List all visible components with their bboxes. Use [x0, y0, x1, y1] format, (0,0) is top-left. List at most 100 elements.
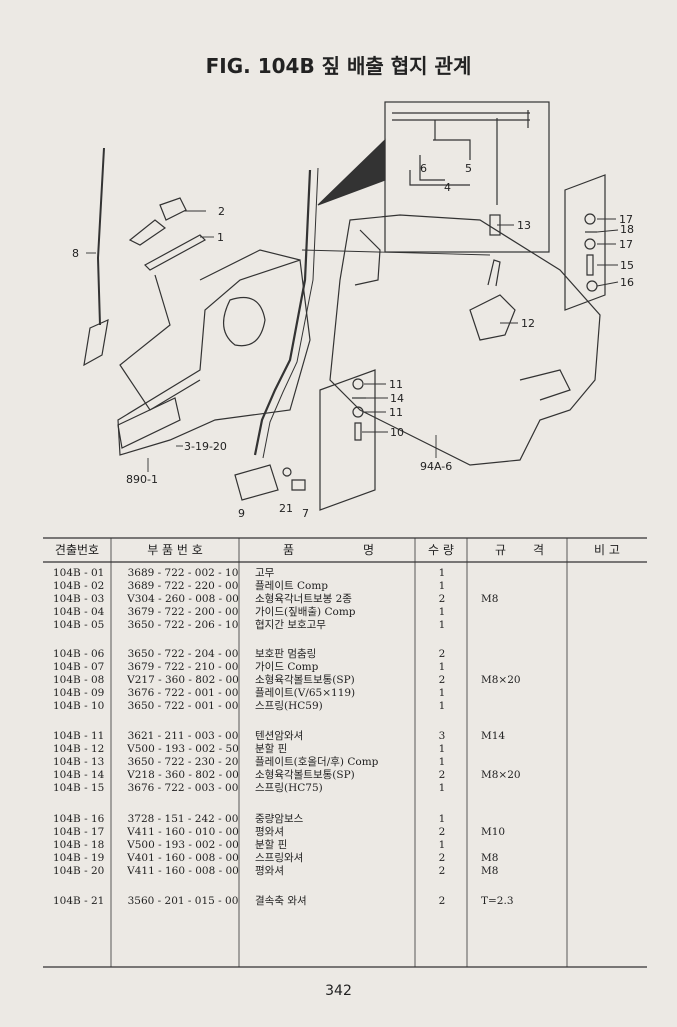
- callout-label: 2: [218, 205, 225, 218]
- qty-cell: 2: [438, 593, 446, 605]
- ref-cell: 104B - 04: [53, 606, 105, 618]
- qty-cell: 2: [438, 674, 446, 686]
- ref-cell: 104B - 21: [53, 895, 105, 907]
- callout-label: 17: [619, 213, 633, 226]
- part-number-cell: 3679 - 722 - 200 - 00: [127, 606, 239, 618]
- qty-cell: 2: [438, 826, 446, 838]
- qty-cell: 1: [438, 619, 446, 631]
- name-cell: 가이드 Comp: [255, 661, 319, 673]
- callout-label: 16: [620, 276, 634, 289]
- name-cell: 결속축 와셔: [255, 895, 307, 907]
- qty-cell: 1: [438, 756, 446, 768]
- callout-label: 18: [620, 223, 634, 236]
- ref-cell: 104B - 20: [53, 865, 105, 877]
- part-number-cell: 3560 - 201 - 015 - 00: [127, 895, 239, 907]
- qty-cell: 1: [438, 743, 446, 755]
- ref-cell: 104B - 05: [53, 619, 105, 631]
- callout-label: 890-1: [126, 473, 158, 486]
- part-number-cell: V500 - 193 - 002 - 00: [127, 839, 239, 851]
- qty-cell: 2: [438, 895, 446, 907]
- header-remarks: 비 고: [594, 543, 620, 557]
- spec-cell: M8: [481, 865, 499, 877]
- ref-cell: 104B - 01: [53, 567, 105, 579]
- name-cell: 중량암보스: [255, 813, 304, 825]
- name-cell: 분할 핀: [255, 743, 288, 755]
- part-number-cell: 3650 - 722 - 230 - 20: [127, 756, 239, 768]
- header-name-b: 명: [363, 543, 375, 557]
- name-cell: 플레이트 Comp: [255, 580, 329, 592]
- part-number-cell: V304 - 260 - 008 - 00: [127, 593, 239, 605]
- exploded-parts-diagram: 2 1 8 3-19-20 4 5 6 13 17 18 17 15 16 12…: [72, 101, 634, 520]
- callout-label: 14: [390, 392, 404, 405]
- qty-cell: 1: [438, 661, 446, 673]
- callout-label: 15: [620, 259, 634, 272]
- ref-cell: 104B - 17: [53, 826, 105, 838]
- parts-table-header: 견출번호 부 품 번 호 품 명 수 량 규 격 비 고: [43, 537, 647, 561]
- callout-label: 13: [517, 219, 531, 232]
- name-cell: 보호판 멈춤링: [255, 648, 317, 660]
- name-cell: 스프링(HC75): [255, 782, 323, 794]
- part-number-cell: 3621 - 211 - 003 - 00: [127, 730, 239, 742]
- part-number-cell: V500 - 193 - 002 - 50: [127, 743, 239, 755]
- part-number-cell: V411 - 160 - 010 - 00: [127, 826, 239, 838]
- part-number-cell: 3689 - 722 - 002 - 10: [127, 567, 239, 579]
- spec-cell: M8: [481, 593, 499, 605]
- table-row: 104B - 21 3560 - 201 - 015 - 00 결속축 와셔 2 T=2…: [43, 895, 647, 908]
- callout-label: 10: [390, 426, 404, 439]
- ref-cell: 104B - 10: [53, 700, 105, 712]
- ref-cell: 104B - 13: [53, 756, 105, 768]
- spec-cell: M8×20: [481, 674, 521, 686]
- part-number-cell: V217 - 360 - 802 - 00: [127, 674, 239, 686]
- part-number-cell: 3650 - 722 - 206 - 10: [127, 619, 239, 631]
- spec-cell: M14: [481, 730, 506, 742]
- name-cell: 소형육각너트보봉 2종: [255, 593, 352, 605]
- figure-title: FIG. 104B 짚 배출 협지 관계: [205, 54, 472, 78]
- callout-label: 7: [302, 507, 309, 520]
- callout-label: 11: [389, 378, 403, 391]
- part-number-cell: 3676 - 722 - 003 - 00: [127, 782, 239, 794]
- ref-cell: 104B - 11: [53, 730, 105, 742]
- name-cell: 소형육각볼트보통(SP): [255, 674, 355, 686]
- table-row: 104B - 03 V304 - 260 - 008 - 00 소형육각너트보봉 2…: [43, 593, 647, 606]
- ref-cell: 104B - 12: [53, 743, 105, 755]
- callout-label: 3-19-20: [184, 440, 227, 453]
- qty-cell: 2: [438, 852, 446, 864]
- part-number-cell: 3650 - 722 - 001 - 00: [127, 700, 239, 712]
- callout-label: 4: [444, 181, 451, 194]
- name-cell: 협지간 보호고무: [255, 619, 326, 631]
- ref-cell: 104B - 03: [53, 593, 105, 605]
- callout-label: 21: [279, 502, 293, 515]
- name-cell: 스프링(HC59): [255, 700, 323, 712]
- part-number-cell: V401 - 160 - 008 - 00: [127, 852, 239, 864]
- header-name-a: 품: [283, 543, 295, 557]
- part-number-cell: 3676 - 722 - 001 - 00: [127, 687, 239, 699]
- name-cell: 분할 핀: [255, 839, 288, 851]
- ref-cell: 104B - 14: [53, 769, 105, 781]
- name-cell: 스프링와셔: [255, 852, 304, 864]
- callout-label: 17: [619, 238, 633, 251]
- callout-label: 1: [217, 231, 224, 244]
- callout-label: 5: [465, 162, 472, 175]
- callout-label: 11: [389, 406, 403, 419]
- qty-cell: 3: [438, 730, 446, 742]
- callout-label: 9: [238, 507, 245, 520]
- spec-cell: M10: [481, 826, 506, 838]
- ref-cell: 104B - 06: [53, 648, 105, 660]
- qty-cell: 1: [438, 580, 446, 592]
- parts-table-frame: [43, 537, 647, 968]
- callout-label: 12: [521, 317, 535, 330]
- spec-cell: T=2.3: [481, 895, 514, 907]
- qty-cell: 2: [438, 769, 446, 781]
